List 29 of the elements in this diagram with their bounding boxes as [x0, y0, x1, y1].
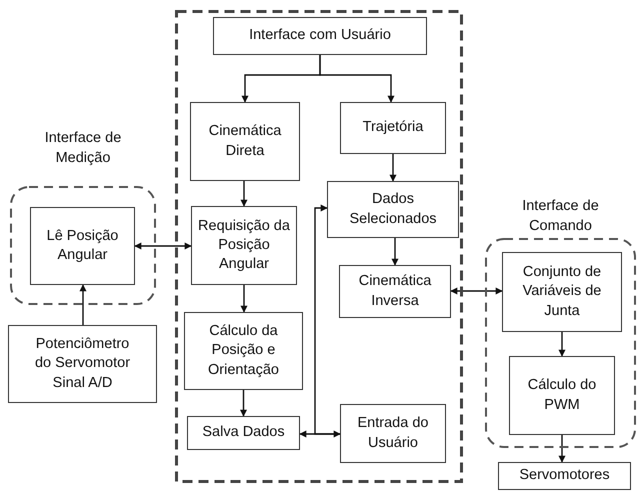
process-box: Trajetória	[340, 102, 446, 154]
process-box: Lê Posição Angular	[30, 207, 135, 285]
group-heading: Interface de Comando	[521, 197, 600, 236]
process-box: Requisição da Posição Angular	[191, 206, 297, 285]
process-box: Entrada do Usuário	[340, 404, 446, 463]
arrow	[319, 55, 394, 103]
process-box: Potenciômetro do Servomotor Sinal A/D	[8, 325, 157, 403]
arrow	[390, 154, 396, 182]
process-box: Cálculo do PWM	[509, 356, 615, 435]
process-box: Cinemática Inversa	[339, 265, 451, 318]
arrow	[240, 390, 247, 417]
arrow	[558, 435, 566, 463]
arrow	[134, 242, 192, 250]
process-box: Salva Dados	[187, 416, 300, 450]
arrow	[558, 332, 566, 357]
process-box: Conjunto de Variáveis de Junta	[502, 252, 622, 332]
process-box: Servomotores	[498, 462, 631, 490]
process-box: Cinemática Direta	[190, 102, 300, 181]
arrow	[299, 430, 341, 438]
process-box: Cálculo da Posição e Orientação	[184, 312, 303, 390]
arrow	[392, 238, 398, 266]
arrow	[314, 204, 340, 435]
group-heading: Interface de Medição	[44, 129, 122, 168]
arrow	[240, 181, 248, 207]
process-box: Dados Selecionados	[327, 181, 459, 238]
process-box: Interface com Usuário	[213, 17, 427, 55]
arrow	[80, 284, 86, 325]
arrow	[450, 288, 503, 294]
arrow	[240, 285, 248, 313]
